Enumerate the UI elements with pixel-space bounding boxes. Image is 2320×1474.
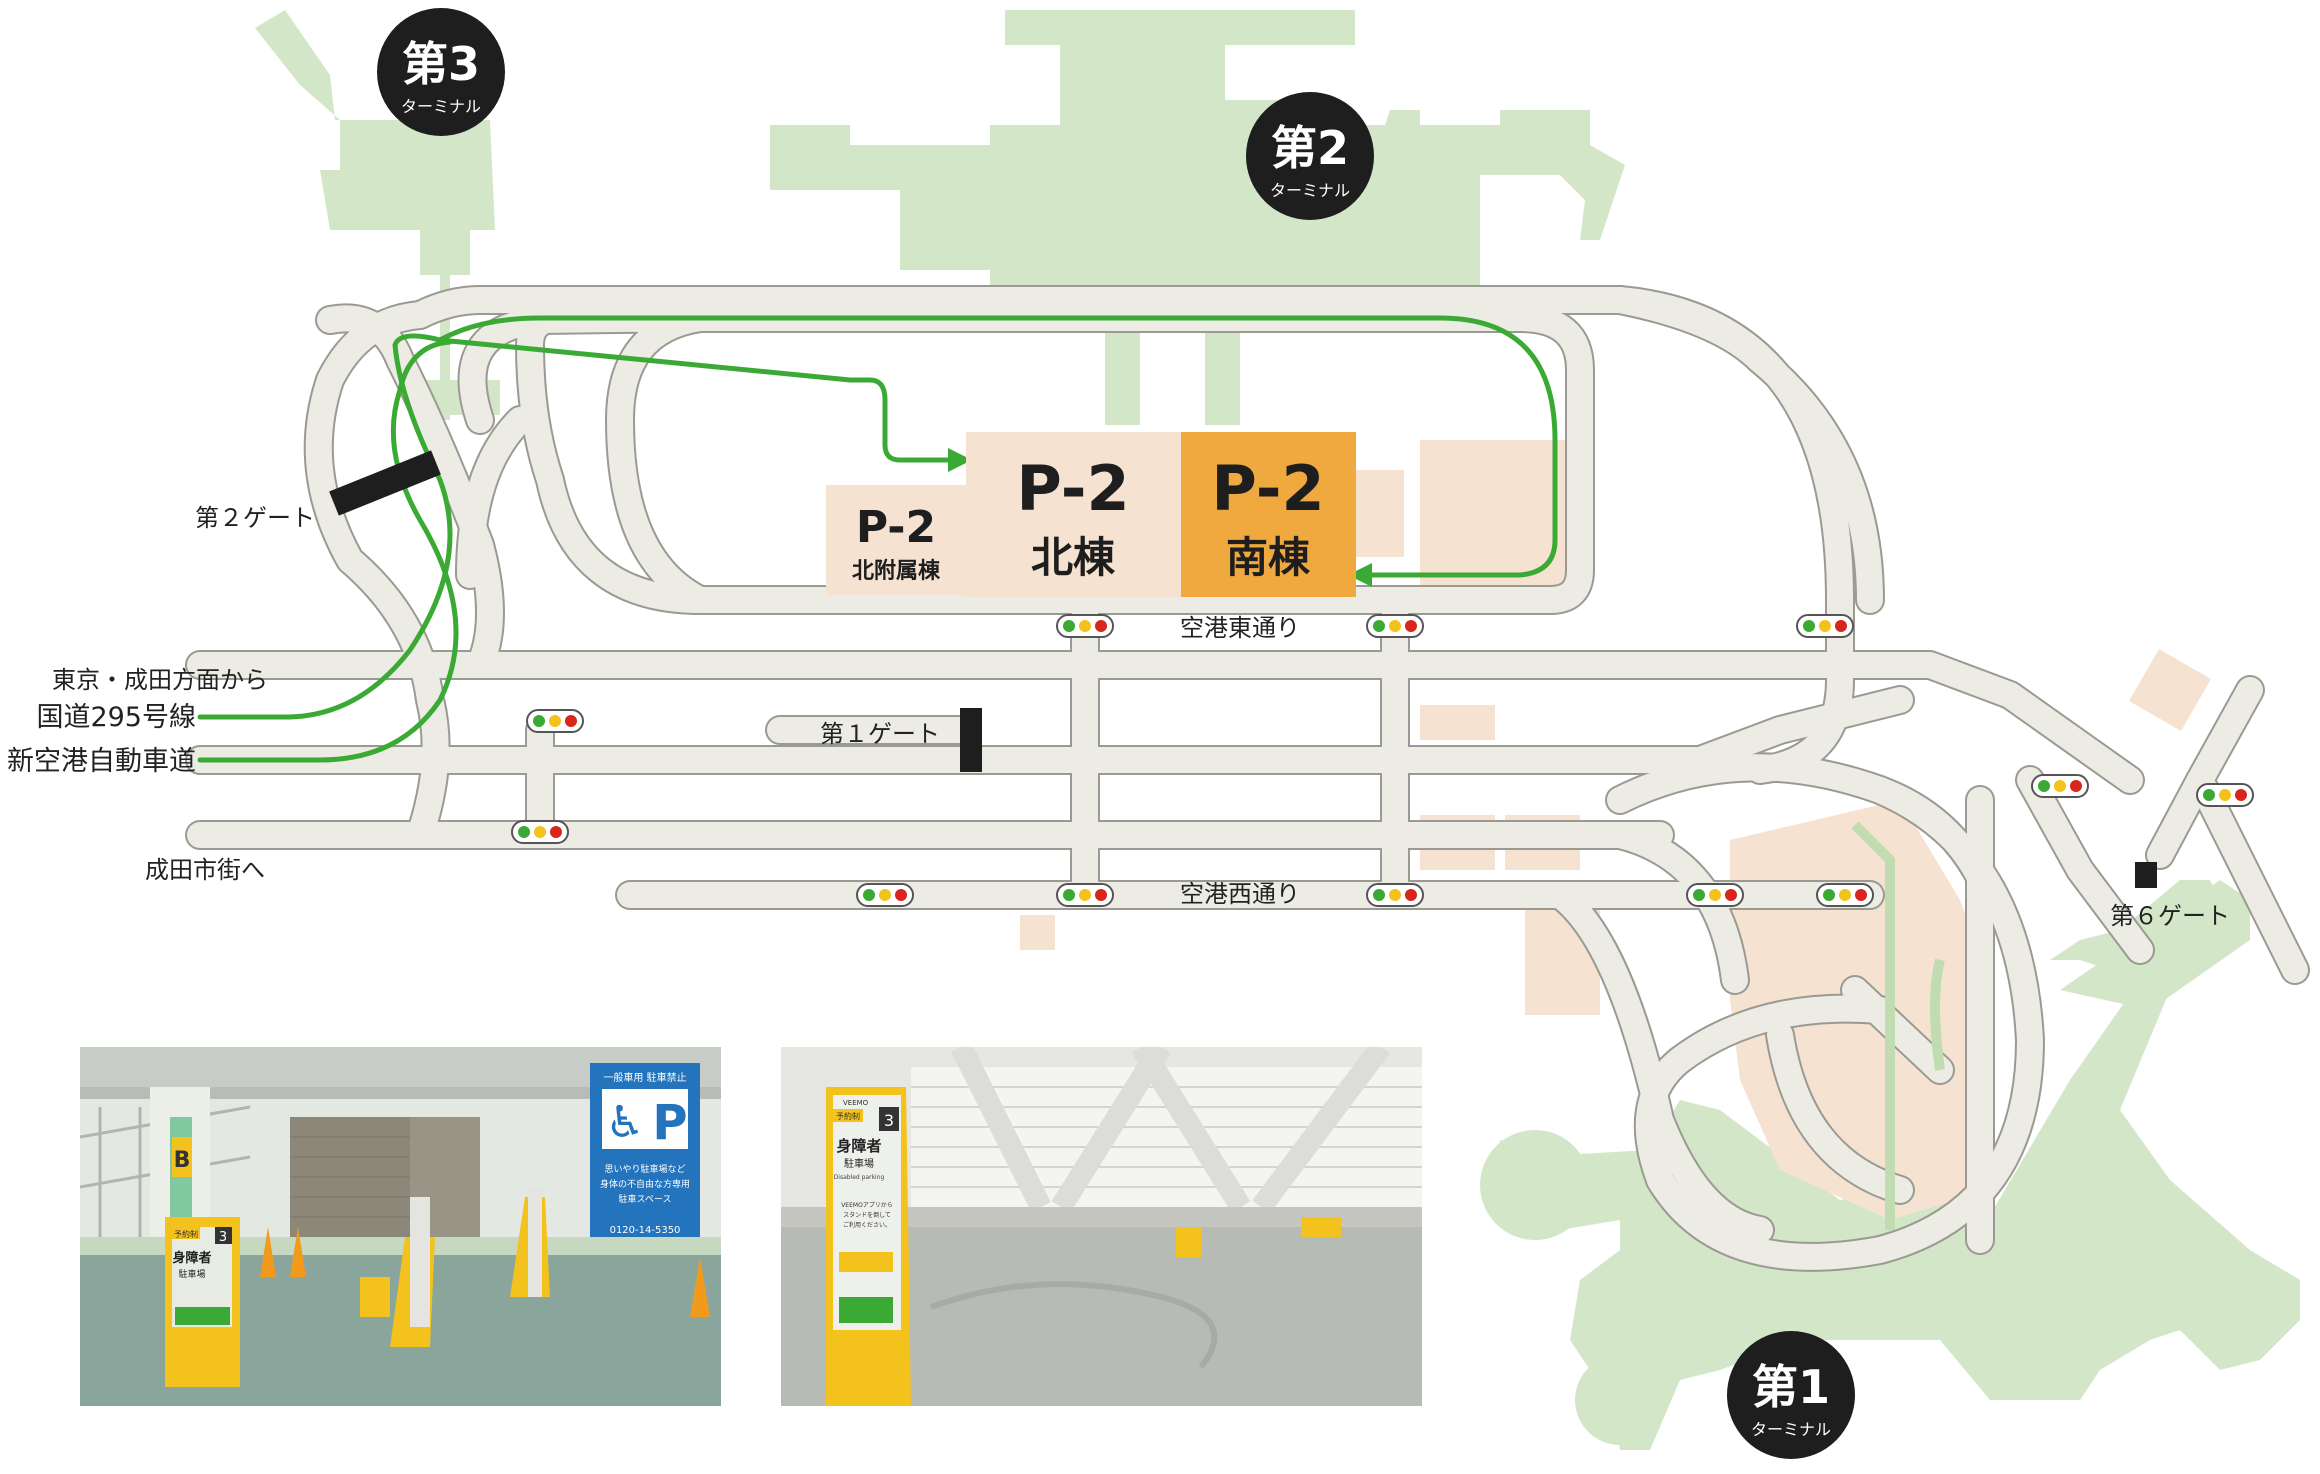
north-sub: 北棟 [1031, 533, 1116, 582]
parking-labels: P-2 北附属棟 P-2 北棟 P-2 南棟 [852, 452, 1325, 584]
svg-text:B: B [174, 1148, 191, 1173]
svg-text:予約制: 予約制 [174, 1229, 198, 1239]
gate2-bar [329, 450, 441, 516]
parking-north-annex-block[interactable] [826, 485, 966, 595]
svg-text:予約制: 予約制 [836, 1111, 860, 1121]
road-network [185, 285, 2310, 1272]
traffic-light-icon [2196, 783, 2254, 807]
traffic-light-icon [526, 709, 584, 733]
from-tokyo-label: 東京・成田方面から [52, 666, 268, 694]
svg-text:駐車場: 駐車場 [178, 1268, 205, 1280]
traffic-light-icon [2031, 774, 2089, 798]
traffic-light-icon [1366, 883, 1424, 907]
road-east-label: 空港東通り [1180, 614, 1300, 642]
gate1-bar [960, 708, 982, 772]
traffic-light-icon [1796, 614, 1854, 638]
route-arrowhead-south [1348, 563, 1372, 587]
route-line [197, 315, 1558, 763]
traffic-light-icon [1366, 614, 1424, 638]
svg-text:3: 3 [884, 1111, 894, 1130]
svg-text:0120-14-5350: 0120-14-5350 [610, 1225, 681, 1236]
traffic-light-icon [511, 820, 569, 844]
svg-text:Disabled parking: Disabled parking [834, 1174, 885, 1181]
svg-text:身体の不自由な方専用: 身体の不自由な方専用 [600, 1178, 690, 1190]
gate6-bar [2135, 862, 2157, 888]
north-annex-name: P-2 [856, 502, 936, 553]
expressway-label: 新空港自動車道 [7, 746, 196, 777]
terminal3-num: 第3 [402, 37, 480, 91]
gate6-label: 第６ゲート [2110, 902, 2230, 930]
traffic-light-icon [1056, 614, 1114, 638]
route-arrowhead-north [948, 448, 972, 472]
terminal1-sub: ターミナル [1751, 1420, 1831, 1439]
north-annex-sub: 北附属棟 [852, 558, 941, 584]
traffic-light-icon [1816, 883, 1874, 907]
north-name: P-2 [1016, 452, 1129, 525]
photo-left: 一般車用 駐車禁止 ♿ P 思いやり駐車場など 身体の不自由な方専用 駐車スペー… [80, 1047, 721, 1406]
terminal2-badge[interactable]: 第2 ターミナル [1246, 92, 1374, 220]
svg-text:身障者: 身障者 [836, 1137, 881, 1155]
terminal-connectors [1851, 821, 1945, 1230]
traffic-light-icon [1056, 883, 1114, 907]
route295-label: 国道295号線 [36, 702, 196, 733]
svg-text:身障者: 身障者 [172, 1250, 211, 1266]
gate1-label: 第１ゲート [820, 720, 940, 748]
svg-text:P: P [652, 1095, 687, 1151]
svg-text:思いやり駐車場など: 思いやり駐車場など [604, 1163, 685, 1175]
parking-structures[interactable] [826, 432, 1404, 597]
to-narita-label: 成田市街へ [145, 856, 265, 884]
traffic-light-icon [1686, 883, 1744, 907]
svg-text:ご利用ください。: ご利用ください。 [843, 1221, 891, 1229]
traffic-lights [511, 614, 2254, 907]
terminal3-badge[interactable]: 第3 ターミナル [377, 8, 505, 136]
parking-south-block[interactable] [1181, 432, 1356, 597]
south-name: P-2 [1211, 452, 1324, 525]
gates [329, 450, 2157, 888]
south-sub: 南棟 [1226, 533, 1311, 582]
terminal1-badge[interactable]: 第1 ターミナル [1727, 1331, 1855, 1459]
svg-text:♿: ♿ [605, 1097, 644, 1148]
photo-right: VEEMO 予約制 3 身障者 駐車場 Disabled parking VEE… [781, 1047, 1422, 1406]
terminal2-num: 第2 [1271, 121, 1349, 175]
gate2-label: 第２ゲート [195, 504, 315, 532]
parking-south-side-block [1356, 470, 1404, 557]
terminal3-sub: ターミナル [401, 97, 481, 116]
svg-text:VEEMOアプリから: VEEMOアプリから [841, 1202, 893, 1209]
svg-text:駐車スペース: 駐車スペース [619, 1193, 672, 1205]
terminal2-sub: ターミナル [1270, 181, 1350, 200]
svg-text:一般車用 駐車禁止: 一般車用 駐車禁止 [603, 1071, 686, 1084]
terminal1-num: 第1 [1752, 1360, 1830, 1414]
road-west-label: 空港西通り [1180, 880, 1300, 908]
route-arrows [948, 448, 1372, 587]
svg-text:VEEMO: VEEMO [843, 1099, 869, 1107]
parking-north-block[interactable] [966, 432, 1181, 597]
svg-text:駐車場: 駐車場 [844, 1157, 874, 1170]
map-labels: 第２ゲート 第１ゲート 第６ゲート 空港東通り 空港西通り 東京・成田方面から … [7, 504, 2230, 930]
svg-text:スタンドを倒して: スタンドを倒して [843, 1211, 891, 1219]
traffic-light-icon [856, 883, 914, 907]
svg-text:3: 3 [219, 1230, 227, 1245]
